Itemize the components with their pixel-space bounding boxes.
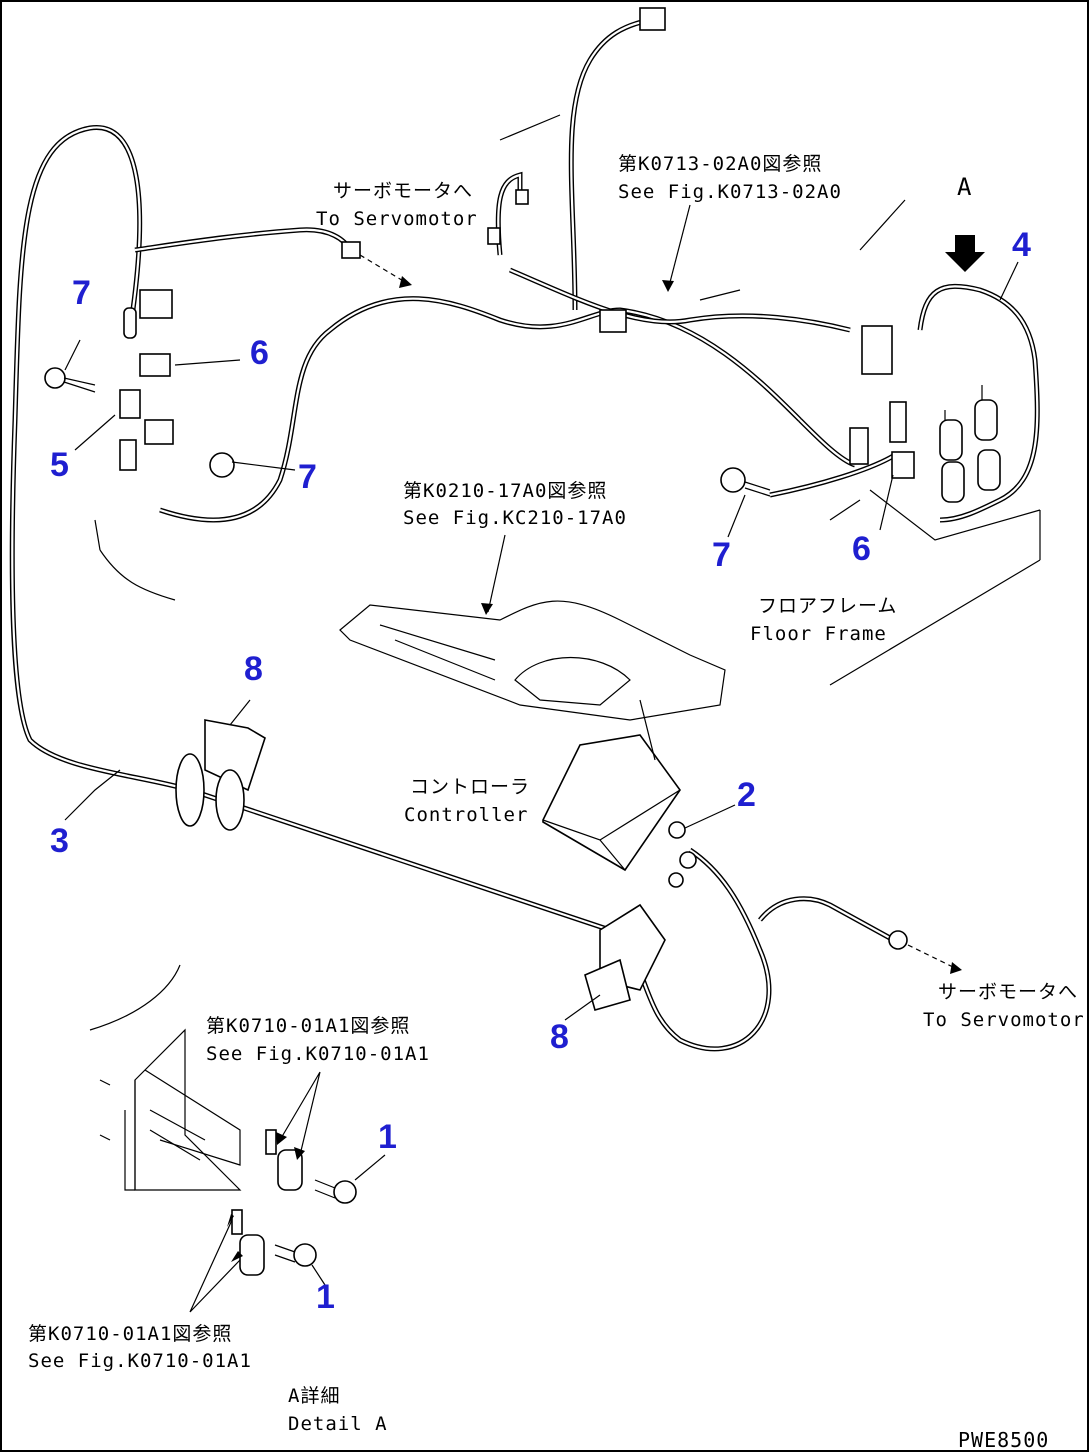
ref-detail-top-label-jp: 第K0710-01A1図参照 bbox=[206, 1015, 410, 1037]
view-arrow-a bbox=[945, 235, 985, 272]
ref-detail-bottom-label-jp: 第K0710-01A1図参照 bbox=[28, 1323, 232, 1345]
connector-mid-top bbox=[487, 227, 501, 245]
clamp-item8-right bbox=[584, 903, 666, 1011]
bolt-item1-lower bbox=[293, 1243, 317, 1267]
fuse-holder-upper bbox=[277, 1149, 303, 1191]
wire-harness-upper bbox=[134, 17, 1040, 523]
clamp-item6-left bbox=[139, 353, 171, 377]
connector-top-right bbox=[639, 7, 666, 31]
connector-right-b bbox=[889, 401, 907, 443]
view-letter: A bbox=[957, 173, 972, 201]
connector-left-lower2 bbox=[119, 439, 137, 471]
callout-6-left: 6 bbox=[250, 334, 269, 372]
callout-6-right: 6 bbox=[852, 530, 871, 568]
connectors-upper bbox=[44, 7, 915, 497]
connector-mid-top2 bbox=[515, 189, 529, 205]
callout-4: 4 bbox=[1012, 226, 1031, 264]
callout-7-right: 7 bbox=[712, 536, 731, 574]
relay-block bbox=[861, 325, 893, 375]
ref-mid-label-jp: 第K0210-17A0図参照 bbox=[403, 480, 607, 502]
servo-bottom-label-jp: サーボモータへ bbox=[938, 981, 1078, 1003]
controller-box bbox=[542, 699, 697, 888]
callout-7-left: 7 bbox=[72, 274, 91, 312]
callout-3: 3 bbox=[50, 822, 69, 860]
drawing-code: PWE8500 bbox=[958, 1428, 1049, 1452]
servo-top-label-jp: サーボモータへ bbox=[333, 180, 473, 202]
floor-frame-label-jp: フロアフレーム bbox=[758, 595, 897, 617]
ref-mid-label-en: See Fig.KC210-17A0 bbox=[403, 507, 627, 529]
ref-detail-bottom-label-en: See Fig.K0710-01A1 bbox=[28, 1350, 252, 1372]
controller-label-jp: コントローラ bbox=[410, 776, 530, 798]
servo-bottom-label-en: To Servomotor bbox=[923, 1009, 1085, 1031]
bolt-item7-right bbox=[720, 467, 746, 493]
fuse-holder-lower bbox=[239, 1234, 265, 1276]
callout-7-mid: 7 bbox=[298, 458, 317, 496]
servo-top-label-en: To Servomotor bbox=[316, 208, 478, 230]
connector-left-small bbox=[123, 307, 137, 339]
control-valve-cluster bbox=[869, 385, 1041, 541]
detail-a-view bbox=[89, 964, 357, 1276]
floor-frame-label-en: Floor Frame bbox=[750, 623, 887, 645]
callout-1-lower: 1 bbox=[316, 1278, 335, 1316]
callout-5: 5 bbox=[50, 446, 69, 484]
clamp-item8-left bbox=[175, 719, 266, 831]
floor-frame bbox=[94, 114, 1041, 721]
ref-detail-top-label-en: See Fig.K0710-01A1 bbox=[206, 1043, 430, 1065]
callout-1-upper: 1 bbox=[378, 1118, 397, 1156]
clip-item5 bbox=[119, 389, 141, 419]
connector-servo-top bbox=[341, 241, 361, 259]
connector-left-box bbox=[139, 289, 173, 319]
bolt-item1-upper bbox=[333, 1180, 357, 1204]
clamp-item6-right bbox=[891, 451, 915, 479]
ref-top-label-en: See Fig.K0713-02A0 bbox=[618, 181, 842, 203]
servo-connector-bottom bbox=[359, 254, 962, 974]
callout-8-upper: 8 bbox=[244, 650, 263, 688]
ref-top-label-jp: 第K0713-02A0図参照 bbox=[618, 153, 822, 175]
bolt-item7-left bbox=[44, 367, 66, 389]
controller-label-en: Controller bbox=[404, 804, 528, 826]
wire-harness-main bbox=[9, 124, 892, 1052]
terminal-upper bbox=[265, 1129, 277, 1155]
callout-8-lower: 8 bbox=[550, 1018, 569, 1056]
detail-a-label-en: Detail A bbox=[288, 1413, 388, 1435]
detail-a-label-jp: A詳細 bbox=[288, 1385, 340, 1407]
connector-right-a bbox=[849, 427, 869, 465]
clamp-center bbox=[599, 309, 627, 333]
leader-lines bbox=[64, 204, 1019, 1313]
terminal-lower bbox=[231, 1209, 243, 1235]
callout-2: 2 bbox=[737, 776, 756, 814]
connector-left-lower bbox=[144, 419, 174, 445]
clip-item7-mid bbox=[209, 452, 235, 478]
